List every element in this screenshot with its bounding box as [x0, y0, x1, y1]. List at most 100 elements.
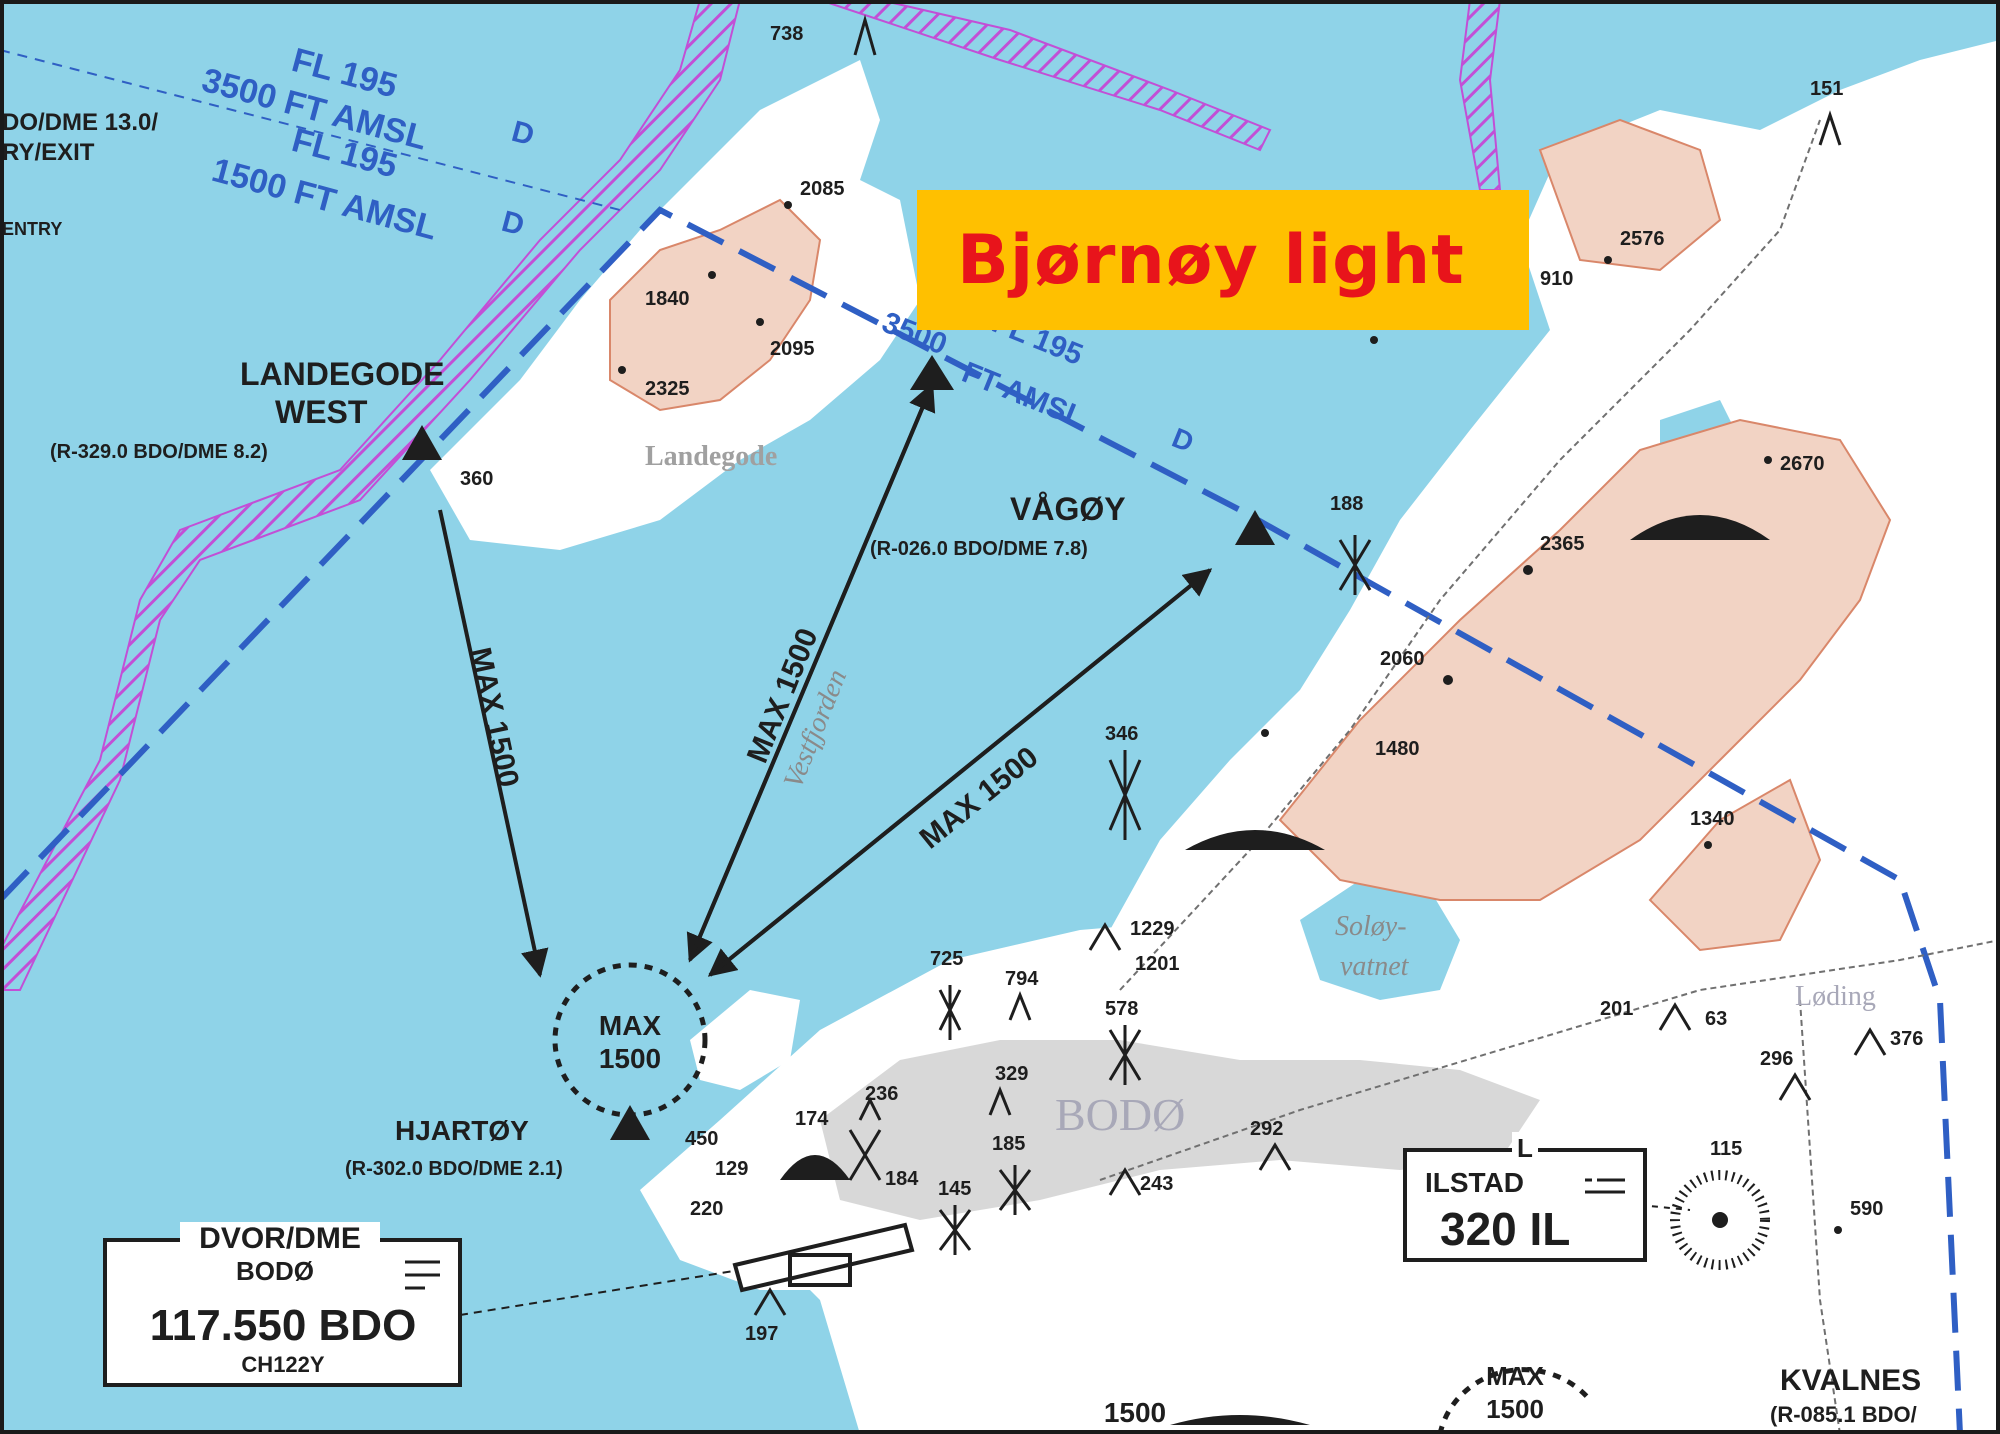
road-south [1799, 999, 1841, 1434]
soloyvatnet-label2: vatnet [1340, 951, 1410, 982]
reporting-point-symbols [402, 355, 1275, 1140]
holding-east-max: MAX [1486, 1361, 1544, 1391]
elevation-label: 725 [930, 948, 963, 970]
elevation-label: 197 [745, 1323, 778, 1345]
elevation-label: 185 [992, 1133, 1025, 1155]
landegode-west-name2: WEST [275, 394, 368, 430]
soloyvatnet-lake [1300, 880, 1460, 1000]
spot-height-dot [1261, 729, 1269, 737]
obstacle-329 [988, 1085, 1012, 1116]
bjornoy-light-annotation: Bjørnøy light [917, 190, 1529, 330]
spot-height-dot [708, 271, 716, 279]
vagoy-name: VÅGØY [1010, 491, 1126, 527]
obstacle-725 [938, 985, 962, 1040]
dvor-radial-line [459, 1269, 741, 1316]
mast-346 [1108, 750, 1142, 840]
track-hjartoy-bjornoy[interactable] [688, 382, 936, 961]
dvor-title: DVOR/DME [199, 1222, 361, 1255]
elevation-label: 1340 [1690, 808, 1735, 830]
elevation-label: 129 [715, 1158, 748, 1180]
obstacle-738 [853, 14, 877, 56]
elevation-labels: 2085 1840 2095 2325 360 738 151 2576 910… [460, 23, 1923, 1345]
vagoy-triangle[interactable] [1235, 510, 1275, 545]
vagoy-ref: (R-026.0 BDO/DME 7.8) [870, 538, 1088, 560]
ndb-name: ILSTAD [1425, 1167, 1524, 1198]
elevation-label: 360 [460, 468, 493, 490]
bodo-urban-area [820, 1040, 1540, 1220]
spot-height-dot [1370, 336, 1378, 344]
elevation-label: 1229 [1130, 918, 1175, 940]
dvor-station-name: BODØ [236, 1256, 314, 1286]
obstacle-185 [998, 1165, 1032, 1215]
bjornoy-light-symbol[interactable] [910, 355, 954, 390]
kvalnes-ref: (R-085.1 BDO/ [1770, 1402, 1917, 1427]
restricted-boundary-west [0, 0, 742, 991]
ndb-locator-letter: L [1517, 1133, 1533, 1163]
elevation-label: 115 [1710, 1138, 1742, 1160]
road-coastal [1119, 119, 1821, 991]
elevation-label: 1480 [1375, 738, 1420, 760]
soloyvatnet-label1: Soløy- [1335, 911, 1407, 942]
ndb-ilstad-box[interactable]: L ILSTAD 320 IL [1403, 1132, 1647, 1262]
roads [1099, 119, 2000, 1434]
loding-label: Løding [1795, 981, 1876, 1012]
elevation-label: 2365 [1540, 533, 1585, 555]
track-hjartoy-vagoy[interactable] [708, 568, 1213, 977]
terrain-highlands [609, 118, 1892, 952]
spot-height-dot [618, 366, 626, 374]
spot-height-dot [756, 318, 764, 326]
ndb-letter-bg [1512, 1132, 1538, 1160]
obstacle-188 [1338, 535, 1372, 595]
holding-circle-east[interactable] [1437, 1367, 1592, 1434]
apron [788, 1253, 852, 1287]
dvor-box-frame [103, 1238, 462, 1387]
hjartoy-triangle[interactable] [610, 1105, 650, 1140]
holding-west-max: MAX [599, 1010, 662, 1041]
obstacle-376 [1853, 1027, 1887, 1056]
dvor-dme-box[interactable]: DVOR/DME BODØ 117.550 BDO CH122Y [103, 1222, 462, 1387]
elevation-label: 2576 [1620, 228, 1665, 250]
hjartoy-ref: (R-302.0 BDO/DME 2.1) [345, 1158, 563, 1180]
bjornoy-light-label: Bjørnøy light [957, 220, 1465, 300]
obstacle-578 [1108, 1025, 1142, 1085]
obstacle-145 [938, 1205, 972, 1255]
spot-height-dot [1834, 1226, 1842, 1234]
obstacle-201 [1658, 1002, 1692, 1031]
bodo-label: BODØ [1055, 1089, 1185, 1140]
obstacle-236 [858, 1096, 882, 1121]
track-landegode-west-hjartoy[interactable] [438, 509, 549, 978]
elevation-label: 450 [685, 1128, 718, 1150]
landegode-high-terrain [609, 198, 822, 412]
obstacle-794 [1008, 990, 1032, 1021]
spot-height-dot [1443, 675, 1453, 685]
elevation-label: 174 [795, 1108, 829, 1130]
elevation-label: 738 [770, 23, 803, 45]
obstacle-151 [1818, 110, 1842, 146]
road-east [1099, 939, 2000, 1181]
obstacle-243 [1108, 1167, 1142, 1196]
ndb-center [1712, 1212, 1728, 1228]
hill-symbol-east [1630, 515, 1770, 540]
elevation-label: 296 [1760, 1048, 1793, 1070]
morse-code-icon [405, 1260, 440, 1290]
kvalnes-name: KVALNES [1780, 1364, 1921, 1397]
airspace-boundaries [0, 49, 1963, 1434]
landegode-west-triangle[interactable] [402, 425, 442, 460]
obstacle-292 [1258, 1142, 1292, 1171]
ctr-boundary-dashed [0, 206, 1963, 1434]
landegode-label: Landegode [645, 441, 777, 472]
elevation-label: 151 [1810, 78, 1843, 100]
elevation-label: 292 [1250, 1118, 1283, 1140]
spot-height-dot [784, 201, 792, 209]
obstacle-174 [848, 1129, 882, 1181]
spot-height-dot [1523, 565, 1533, 575]
elevation-label: 794 [1005, 968, 1039, 990]
left-fragment-dme: DO/DME 13.0/ [2, 109, 158, 136]
left-fragment-exit: RY/EXIT [2, 139, 95, 166]
elevation-label: 236 [865, 1083, 898, 1105]
reporting-point-labels: LANDEGODE WEST (R-329.0 BDO/DME 8.2) VÅG… [50, 356, 1921, 1427]
obstacle-197 [753, 1287, 787, 1316]
elevation-label: 1201 [1135, 953, 1180, 975]
visual-tracks [438, 382, 1691, 1434]
hill-symbol-central [1185, 830, 1325, 850]
